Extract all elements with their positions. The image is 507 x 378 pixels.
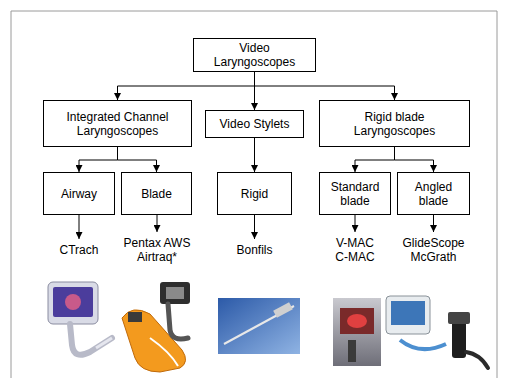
v-mac-illustration — [333, 298, 381, 366]
connector-arrow — [254, 138, 255, 172]
box-label: Blade — [141, 187, 172, 201]
device-name: GlideScope — [384, 236, 484, 250]
device-name: Pentax AWS — [107, 236, 207, 250]
box-label: Standard blade — [324, 180, 386, 208]
leader-arrow — [254, 215, 255, 239]
leader-arrow — [355, 215, 356, 232]
connector-arrow — [118, 72, 255, 100]
mcgrath-illustration — [448, 312, 488, 368]
category-box: Video Stylets — [205, 110, 304, 138]
bonfils-illustration — [218, 298, 300, 354]
leader-arrows — [79, 215, 434, 239]
device-name: McGrath — [384, 250, 484, 264]
device-name: V-MAC — [305, 236, 405, 250]
category-box: Video Laryngoscopes — [193, 38, 316, 72]
leader-arrow — [433, 215, 434, 232]
category-box: Angled blade — [397, 172, 470, 215]
category-box: Airway — [43, 172, 115, 215]
box-label: Integrated Channel Laryngoscopes — [48, 110, 187, 138]
box-label: Airway — [61, 187, 97, 201]
box-label: Angled blade — [402, 180, 465, 208]
category-box: Integrated Channel Laryngoscopes — [43, 100, 192, 147]
box-label: Video Stylets — [220, 117, 290, 131]
pentax-aws-illustration — [122, 310, 186, 372]
frame-border — [11, 11, 497, 378]
airtraq-illustration — [160, 282, 190, 339]
category-box: Rigid — [217, 172, 292, 215]
ctrach-illustration — [48, 282, 112, 355]
device-name: CTrach — [29, 243, 129, 257]
connector-arrow — [255, 72, 395, 100]
connector-arrow — [355, 147, 395, 172]
connector-arrow — [395, 147, 434, 172]
device-name: C-MAC — [305, 250, 405, 264]
device-name: Bonfils — [205, 243, 305, 257]
leader-arrow — [157, 215, 158, 232]
box-label: Rigid blade Laryngoscopes — [324, 110, 465, 138]
glidescope-illustration — [386, 296, 446, 349]
category-box: Blade — [121, 172, 192, 215]
category-box: Standard blade — [319, 172, 391, 215]
connector-arrow — [118, 147, 157, 172]
box-label: Video Laryngoscopes — [198, 41, 311, 69]
leader-arrow — [79, 215, 80, 239]
connector-arrow — [79, 147, 118, 172]
category-box: Rigid blade Laryngoscopes — [319, 100, 470, 147]
box-label: Rigid — [241, 187, 268, 201]
device-name: Airtraq* — [107, 250, 207, 264]
